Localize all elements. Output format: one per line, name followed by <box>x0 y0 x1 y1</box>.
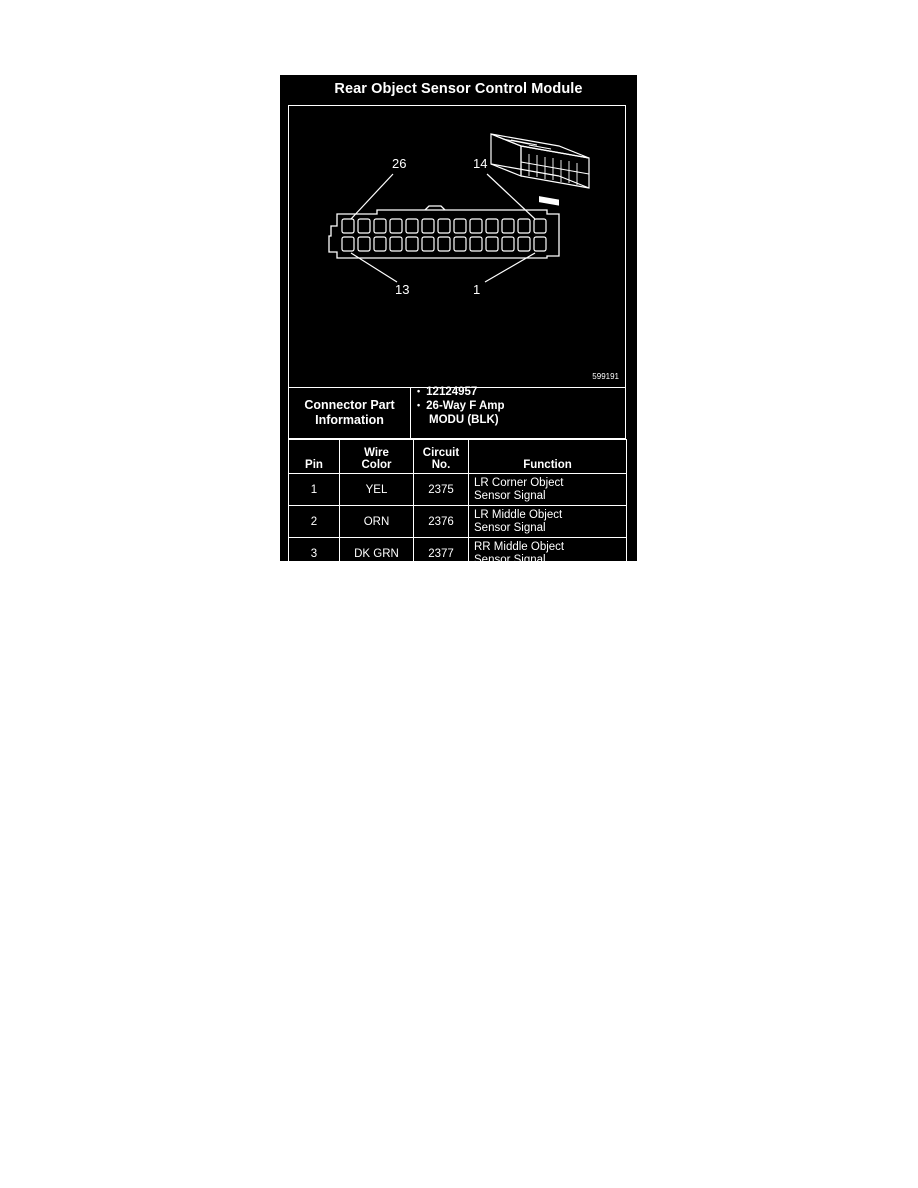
pin-cavity <box>469 236 483 252</box>
pin-cavity <box>517 236 531 252</box>
cell-circuit: 2375 <box>413 473 469 506</box>
leader-lines <box>350 173 536 283</box>
connector-info-details: 12124957 26-Way F Amp MODU (BLK) <box>417 385 505 427</box>
pin-cavity <box>341 218 355 234</box>
connector-desc-line1: 26-Way F Amp <box>417 399 504 413</box>
connector-info-label: Connector Part Information <box>289 387 411 438</box>
connector-drawing <box>328 133 590 283</box>
connector-panel: Rear Object Sensor Control Module <box>280 75 637 634</box>
cell-circuit: 2378 <box>413 569 469 602</box>
cell-pin: 1 <box>288 473 340 506</box>
pin-cavity <box>341 236 355 252</box>
pin-cavity <box>421 218 435 234</box>
info-label-line1: Connector Part <box>304 397 395 412</box>
cell-circuit: 2377 <box>413 537 469 570</box>
part-number: 12124957 <box>417 385 505 399</box>
pin-grid <box>341 218 547 252</box>
pin-cavity <box>485 218 499 234</box>
pin-cavity <box>485 236 499 252</box>
cell-wire: YEL <box>339 473 414 506</box>
pin-cavity <box>469 218 483 234</box>
pin-cavity <box>357 236 371 252</box>
connector-info: Connector Part Information 12124957 26-W… <box>288 385 626 439</box>
cell-wire: ORN <box>339 505 414 538</box>
pin-cavity <box>389 236 403 252</box>
connector-diagram: 26 14 13 1 599191 <box>288 105 626 388</box>
connector-face <box>328 205 560 259</box>
cell-pin: 3 <box>288 537 340 570</box>
cell-pin: 2 <box>288 505 340 538</box>
pin-cavity <box>405 236 419 252</box>
pin-cavity <box>533 218 547 234</box>
cell-pin: 4 <box>288 569 340 602</box>
pin-cavity <box>501 218 515 234</box>
cell-wire: DK BLU <box>339 601 414 634</box>
header-pin: Pin <box>288 439 340 474</box>
connector-3d-sketch <box>490 133 590 206</box>
header-function: Function <box>468 439 627 474</box>
info-label-line2: Information <box>315 412 384 427</box>
pin-cavity <box>373 236 387 252</box>
pin-label-13: 13 <box>395 282 410 297</box>
cell-circuit: 2376 <box>413 505 469 538</box>
panel-title: Rear Object Sensor Control Module <box>334 81 583 97</box>
pin-cavity <box>437 236 451 252</box>
pin-cavity <box>533 236 547 252</box>
pin-cavity <box>517 218 531 234</box>
pin-cavity <box>389 218 403 234</box>
pin-label-1: 1 <box>473 282 481 297</box>
pin-label-26: 26 <box>392 156 407 171</box>
connector-desc-line2: MODU (BLK) <box>429 414 499 426</box>
pin-cavity <box>437 218 451 234</box>
cell-wire: RED <box>339 569 414 602</box>
pin-cavity <box>421 236 435 252</box>
pin-cavity <box>357 218 371 234</box>
pin-cavity <box>373 218 387 234</box>
pin-label-14: 14 <box>473 156 488 171</box>
pin-cavity <box>453 236 467 252</box>
cell-circuit: 2374 <box>413 601 469 634</box>
pin-cavity <box>501 236 515 252</box>
pin-cavity <box>453 218 467 234</box>
figure-number: 599191 <box>592 372 619 381</box>
cell-pin: 5 <box>288 601 340 634</box>
pin-cavity <box>405 218 419 234</box>
cell-wire: DK GRN <box>339 537 414 570</box>
